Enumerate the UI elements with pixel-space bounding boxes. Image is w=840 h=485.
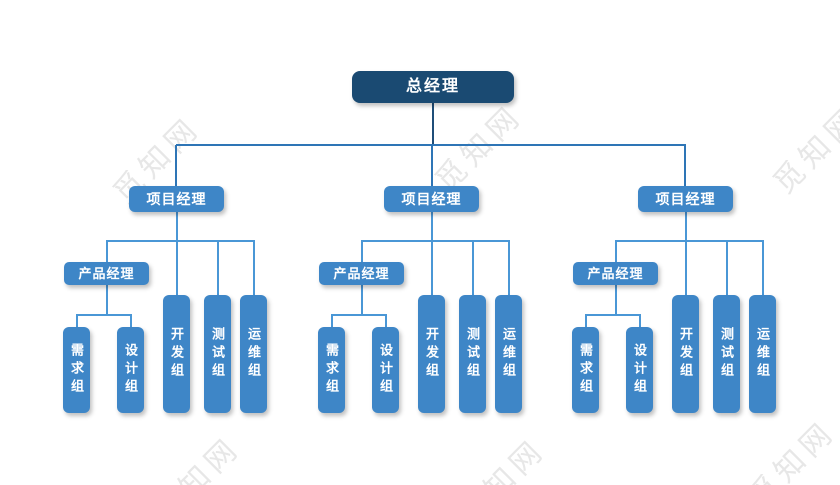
node-general-manager: 总经理: [352, 71, 514, 103]
node-team-design: 设计组: [372, 327, 399, 413]
connector-line: [614, 285, 617, 314]
connector-line: [471, 240, 474, 295]
node-project-manager: 项目经理: [638, 186, 733, 212]
node-product-manager: 产品经理: [64, 262, 149, 285]
connector-line: [584, 314, 587, 327]
connector-line: [175, 240, 178, 295]
node-project-manager: 项目经理: [384, 186, 479, 212]
connector-line: [360, 240, 510, 242]
connector-line: [330, 314, 387, 316]
connector-line: [175, 145, 177, 186]
connector-line: [430, 212, 433, 240]
org-branch: 项目经理 产品经理 需求组 设计组 开发组 测试组 运维组: [63, 186, 267, 413]
connector-line: [638, 314, 641, 327]
connector-line: [432, 103, 434, 145]
node-team-development: 开发组: [418, 295, 445, 413]
connector-line: [725, 240, 728, 295]
connector-line: [684, 240, 687, 295]
node-team-testing: 测试组: [459, 295, 486, 413]
node-team-testing: 测试组: [713, 295, 740, 413]
node-team-operations: 运维组: [749, 295, 776, 413]
node-team-testing: 测试组: [204, 295, 231, 413]
node-product-manager: 产品经理: [319, 262, 404, 285]
connector-line: [614, 240, 764, 242]
connector-line: [684, 145, 686, 186]
node-team-operations: 运维组: [240, 295, 267, 413]
connector-line: [105, 240, 108, 262]
org-branch: 项目经理 产品经理 需求组 设计组 开发组 测试组 运维组: [572, 186, 776, 413]
connector-line: [75, 314, 132, 316]
connector-line: [330, 314, 333, 327]
connector-line: [252, 240, 255, 295]
connector-line: [614, 240, 617, 262]
connector-line: [129, 314, 132, 327]
connector-line: [507, 240, 510, 295]
connector-line: [216, 240, 219, 295]
watermark: 觅知网: [429, 98, 530, 199]
connector-line: [684, 212, 687, 240]
node-team-design: 设计组: [626, 327, 653, 413]
connector-line: [175, 212, 178, 240]
org-branch: 项目经理 产品经理 需求组 设计组 开发组 测试组 运维组: [318, 186, 522, 413]
connector-line: [430, 240, 433, 295]
node-product-manager: 产品经理: [573, 262, 658, 285]
connector-line: [584, 314, 641, 316]
node-team-requirements: 需求组: [572, 327, 599, 413]
connector-line: [431, 145, 433, 186]
connector-line: [360, 240, 363, 262]
node-team-requirements: 需求组: [63, 327, 90, 413]
watermark: 觅知网: [452, 432, 553, 485]
node-team-design: 设计组: [117, 327, 144, 413]
connector-line: [105, 240, 255, 242]
node-team-requirements: 需求组: [318, 327, 345, 413]
connector-line: [105, 285, 108, 314]
connector-line: [75, 314, 78, 327]
node-team-operations: 运维组: [495, 295, 522, 413]
connector-line: [384, 314, 387, 327]
node-project-manager: 项目经理: [129, 186, 224, 212]
connector-line: [360, 285, 363, 314]
watermark: 觅知网: [147, 430, 248, 485]
watermark: 觅知网: [742, 414, 840, 485]
node-team-development: 开发组: [163, 295, 190, 413]
connector-line: [761, 240, 764, 295]
node-team-development: 开发组: [672, 295, 699, 413]
